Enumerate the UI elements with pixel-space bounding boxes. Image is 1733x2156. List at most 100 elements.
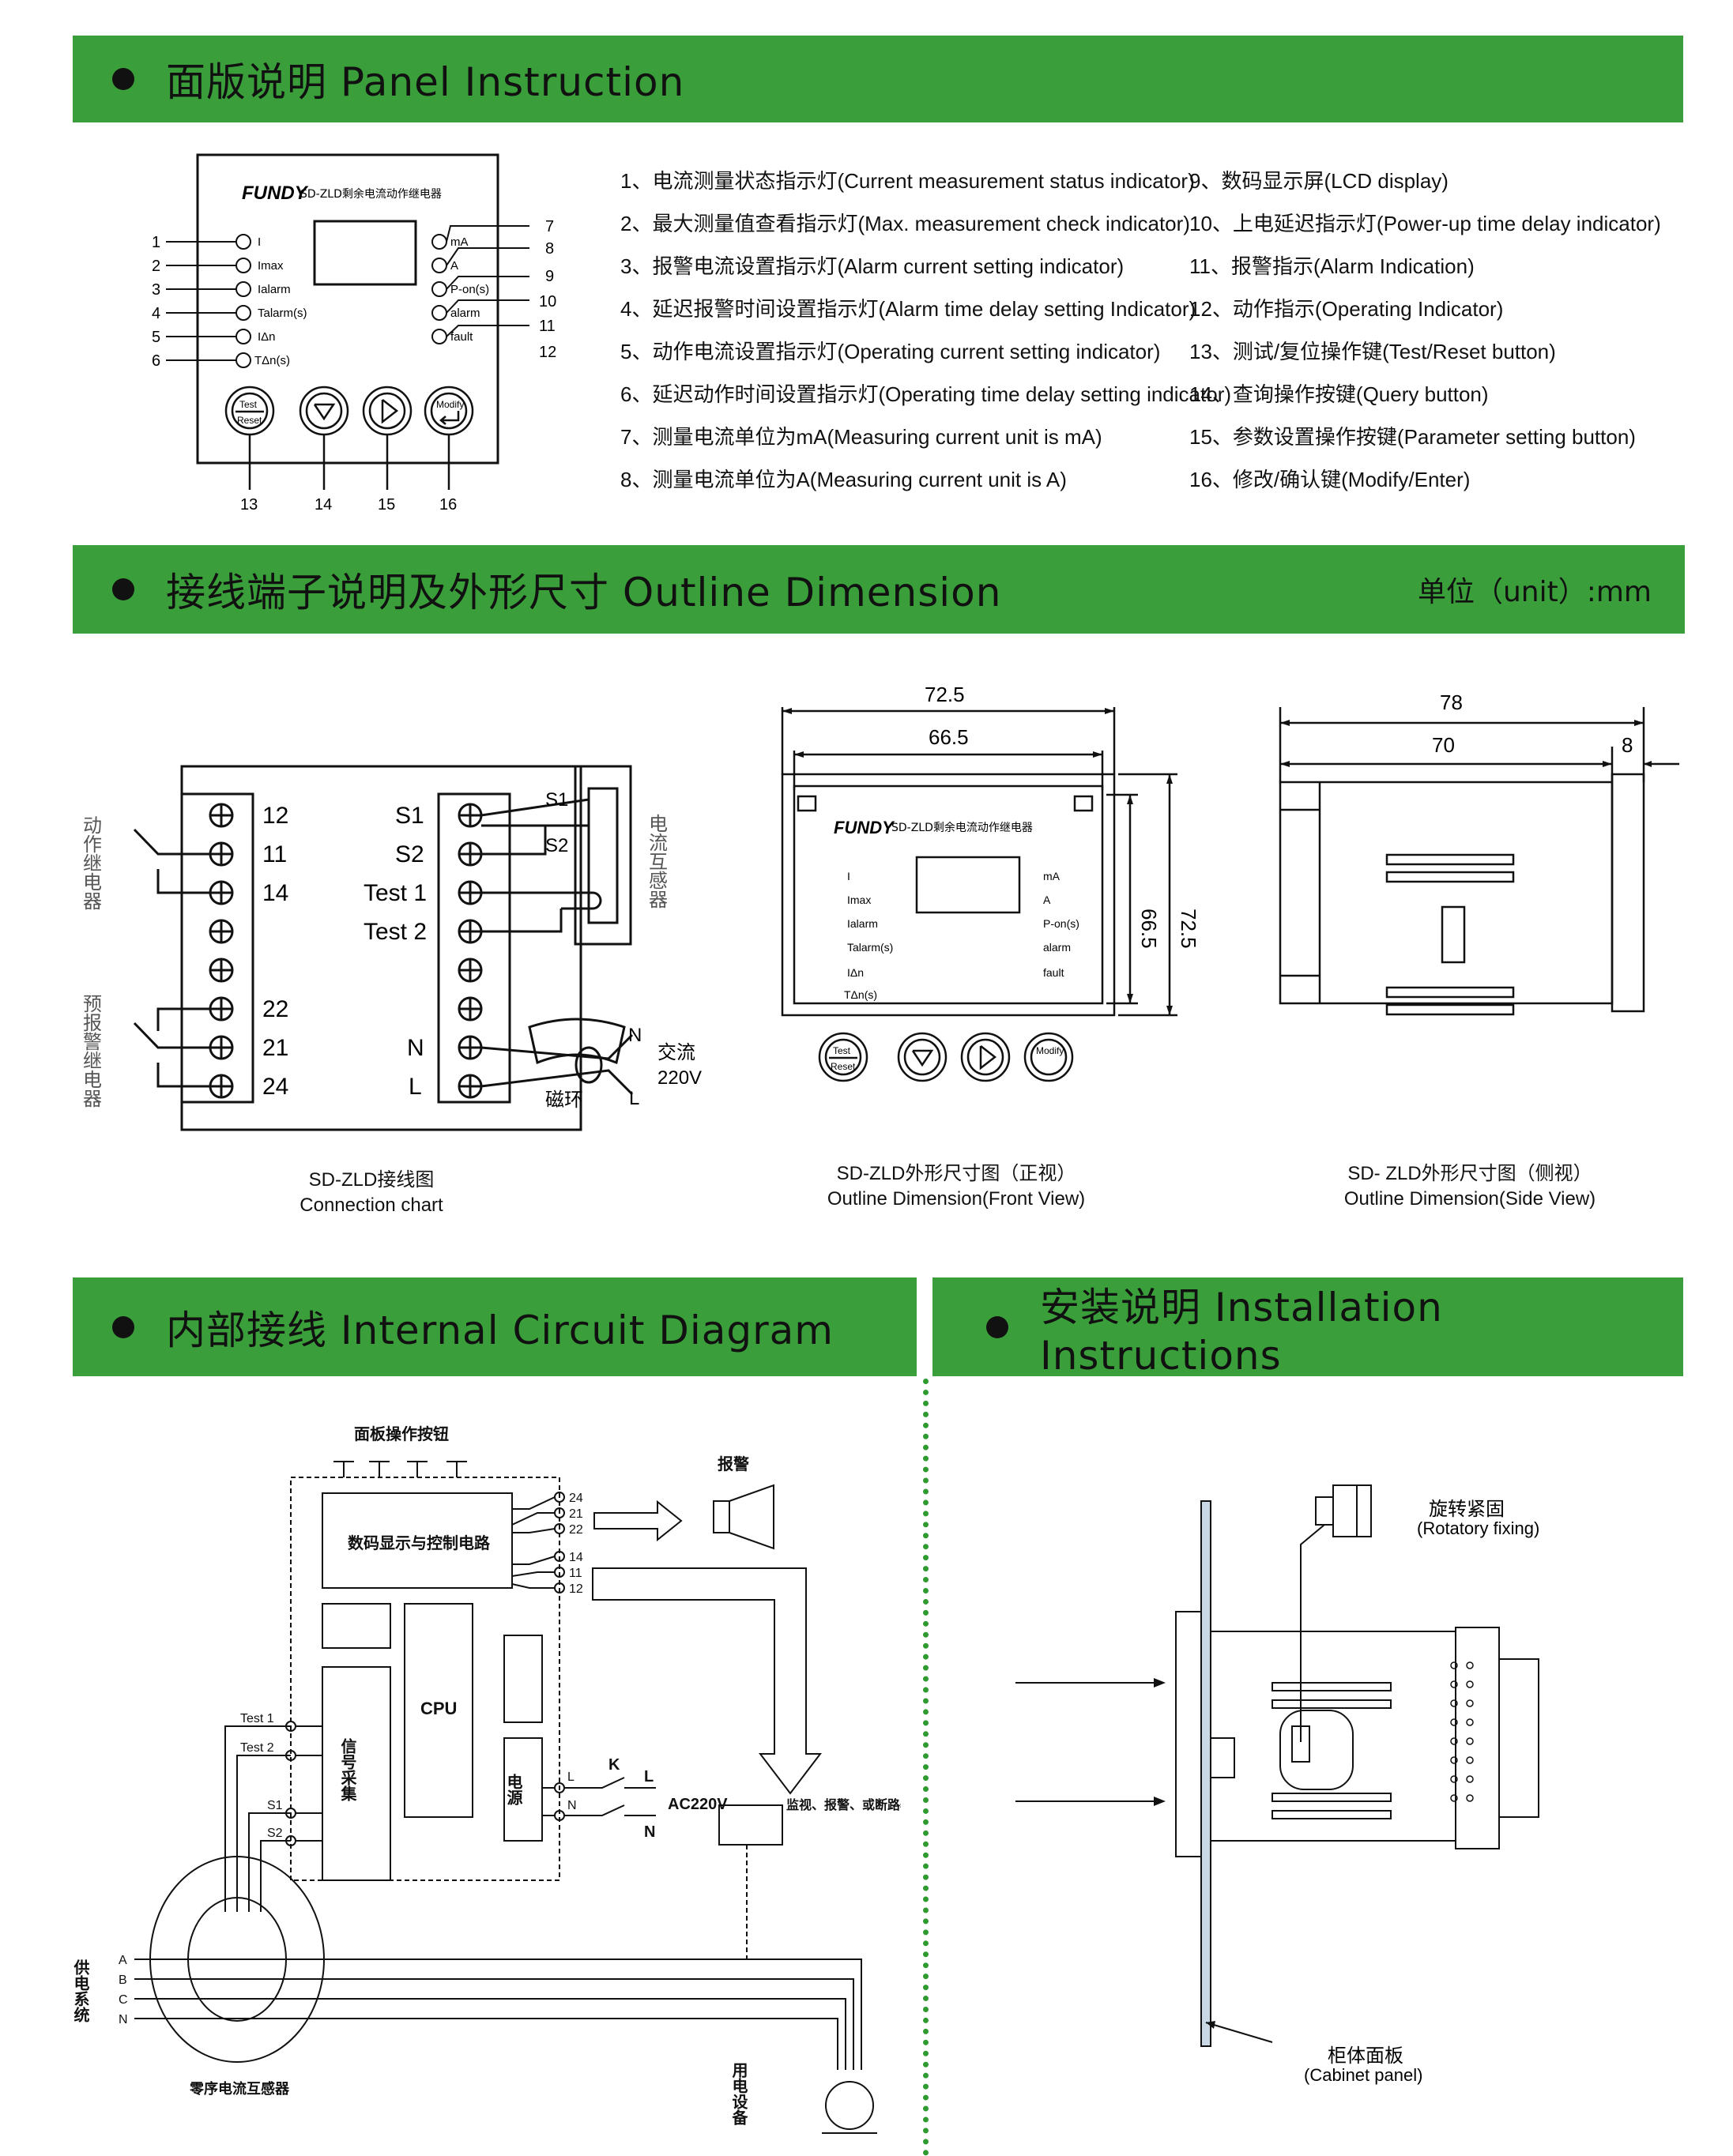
legend-item: 2、最大测量值查看指示灯(Max. measurement check indi… bbox=[620, 212, 1190, 235]
dim-width-inner: 66.5 bbox=[929, 725, 969, 749]
led-label: mA bbox=[450, 235, 469, 249]
callout-number: 14 bbox=[315, 496, 332, 514]
led-label: Ialarm bbox=[258, 283, 291, 296]
terminal-label: 22 bbox=[569, 1523, 583, 1537]
modify-button-label: Modify bbox=[1036, 1045, 1064, 1056]
terminal-label: N bbox=[567, 1799, 577, 1812]
cabinet-panel-cn: 柜体面板 bbox=[1328, 2045, 1403, 2067]
legend-item: 10、上电延迟指示灯(Power-up time delay indicator… bbox=[1189, 212, 1661, 235]
ct-label: 零序电流互感器 bbox=[189, 2080, 290, 2098]
power-label: 电源 bbox=[504, 1774, 523, 1805]
led-label: I bbox=[847, 870, 850, 882]
reset-button-label: Reset bbox=[831, 1061, 856, 1072]
voltage-label: 220V bbox=[657, 1067, 702, 1089]
terminal-label: L bbox=[567, 1770, 575, 1784]
ac-label: AC220V bbox=[668, 1796, 728, 1813]
legend-item: 4、延迟报警时间设置指示灯(Alarm time delay setting I… bbox=[620, 297, 1196, 321]
bullet-icon bbox=[112, 578, 134, 600]
installation-header: 安装说明 Installation Instructions bbox=[932, 1277, 1683, 1379]
legend-item: 9、数码显示屏(LCD display) bbox=[1189, 169, 1449, 193]
brand-logo: FUNDY bbox=[834, 818, 895, 837]
terminal-label: 12 bbox=[262, 803, 288, 829]
terminal-label: Test 1 bbox=[364, 880, 427, 906]
legend-item: 3、报警电流设置指示灯(Alarm current setting indica… bbox=[620, 254, 1125, 278]
terminal-label: 21 bbox=[569, 1507, 583, 1521]
section-title: 安装说明 Installation Instructions bbox=[1040, 1284, 1443, 1379]
callout-number: 4 bbox=[152, 305, 160, 322]
outline-dimension-header: 接线端子说明及外形尺寸 Outline Dimension 单位（unit）:m… bbox=[73, 545, 1685, 634]
caption-cn: SD-ZLD外形尺寸图（正视） bbox=[836, 1163, 1076, 1184]
load-label: 用电设备 bbox=[729, 2062, 748, 2126]
cabinet-panel-en: (Cabinet panel) bbox=[1304, 2065, 1422, 2085]
test-button-label: Test bbox=[239, 399, 258, 410]
terminal-label: S1 bbox=[395, 803, 424, 829]
caption-cn: SD- ZLD外形尺寸图（侧视） bbox=[1347, 1163, 1592, 1184]
section-title: 内部接线 Internal Circuit Diagram bbox=[166, 1307, 834, 1353]
monitor-label: 监视、报警、或断路器执行机构 bbox=[786, 1797, 901, 1812]
unit-label: 单位（unit）:mm bbox=[1417, 576, 1652, 608]
ring-label: 磁环 bbox=[545, 1089, 583, 1111]
internal-circuit-header: 内部接线 Internal Circuit Diagram bbox=[73, 1277, 917, 1376]
dim-height-inner: 66.5 bbox=[1137, 909, 1161, 949]
terminal-label: 12 bbox=[569, 1582, 583, 1596]
led-label: IΔn bbox=[847, 966, 864, 979]
led-label: P-on(s) bbox=[450, 283, 489, 296]
led-label: Talarm(s) bbox=[258, 307, 307, 320]
panel-front-drawing: FUNDY SD-ZLD剩余电流动作继电器 I Imax Ialarm Tala… bbox=[152, 153, 556, 514]
led-label: I bbox=[258, 235, 261, 249]
legend-item: 15、参数设置操作按键(Parameter setting button) bbox=[1189, 425, 1636, 449]
section-divider bbox=[923, 1379, 929, 2156]
rotatory-fixing-cn: 旋转紧固 bbox=[1429, 1498, 1505, 1520]
legend-item: 11、报警指示(Alarm Indication) bbox=[1189, 254, 1475, 278]
ac-label: 交流 bbox=[657, 1041, 695, 1063]
relay-label: 预报警继电器 bbox=[80, 994, 102, 1108]
l-label: L bbox=[644, 1768, 654, 1785]
internal-circuit-diagram: 面板操作按钮 数码显示与控制电路 CPU 电源 信号采集 报警 监视、报警、或断… bbox=[71, 1424, 901, 2134]
lcd-display bbox=[313, 220, 417, 286]
legend-item: 1、电流测量状态指示灯(Current measurement status i… bbox=[620, 169, 1195, 193]
callout-number: 12 bbox=[539, 344, 556, 361]
terminal-label: S2 bbox=[395, 841, 424, 867]
k-label: K bbox=[608, 1756, 620, 1774]
callout-number: 5 bbox=[152, 329, 160, 346]
legend-item: 6、延迟动作时间设置指示灯(Operating time delay setti… bbox=[620, 382, 1232, 406]
legend-item: 13、测试/复位操作键(Test/Reset button) bbox=[1189, 340, 1556, 363]
dim-depth-total: 78 bbox=[1440, 690, 1463, 714]
side-view-drawing: 78 70 8 bbox=[1279, 690, 1679, 1016]
installation-diagram: 旋转紧固 (Rotatory fixing) 柜体面板 (Cabinet pan… bbox=[1015, 1484, 1539, 2085]
callout-number: 13 bbox=[240, 496, 258, 514]
ct-s1-label: S1 bbox=[545, 789, 568, 811]
reset-button-label: Reset bbox=[237, 415, 262, 426]
led-label: Ialarm bbox=[847, 917, 878, 930]
terminal-label: 11 bbox=[569, 1567, 582, 1580]
n-label: N bbox=[644, 1823, 655, 1841]
terminal-label: 11 bbox=[262, 841, 287, 867]
dim-depth-front: 8 bbox=[1622, 733, 1633, 757]
led-label: Talarm(s) bbox=[847, 941, 893, 954]
supply-label: 供电系统 bbox=[71, 1958, 90, 2023]
terminal-label: S2 bbox=[267, 1827, 283, 1840]
callout-number: 8 bbox=[545, 240, 554, 258]
section-title: 面版说明 Panel Instruction bbox=[166, 59, 685, 105]
bullet-icon bbox=[112, 68, 134, 90]
led-label: A bbox=[1043, 894, 1051, 906]
legend-left: 1、电流测量状态指示灯(Current measurement status i… bbox=[620, 160, 1231, 501]
dim-height-outer: 72.5 bbox=[1177, 909, 1200, 949]
bullet-icon bbox=[986, 1315, 1008, 1338]
terminal-label: 14 bbox=[569, 1551, 583, 1564]
bullet-icon bbox=[112, 1315, 134, 1338]
callout-number: 3 bbox=[152, 281, 160, 299]
modify-button-label: Modify bbox=[436, 399, 464, 410]
callout-number: 7 bbox=[545, 218, 554, 235]
terminal-label: 21 bbox=[262, 1035, 288, 1061]
dim-width-outer: 72.5 bbox=[925, 683, 965, 706]
rotatory-fixing-en: (Rotatory fixing) bbox=[1417, 1518, 1539, 1538]
led-label: mA bbox=[1043, 870, 1061, 882]
legend-right: 9、数码显示屏(LCD display) 10、上电延迟指示灯(Power-up… bbox=[1189, 160, 1661, 501]
caption-en: Outline Dimension(Side View) bbox=[1343, 1188, 1596, 1210]
l-label: L bbox=[629, 1088, 639, 1109]
callout-number: 2 bbox=[152, 258, 160, 275]
led-label: TΔn(s) bbox=[844, 988, 877, 1001]
legend-item: 8、测量电流单位为A(Measuring current unit is A) bbox=[620, 468, 1067, 491]
callout-number: 15 bbox=[378, 496, 395, 514]
